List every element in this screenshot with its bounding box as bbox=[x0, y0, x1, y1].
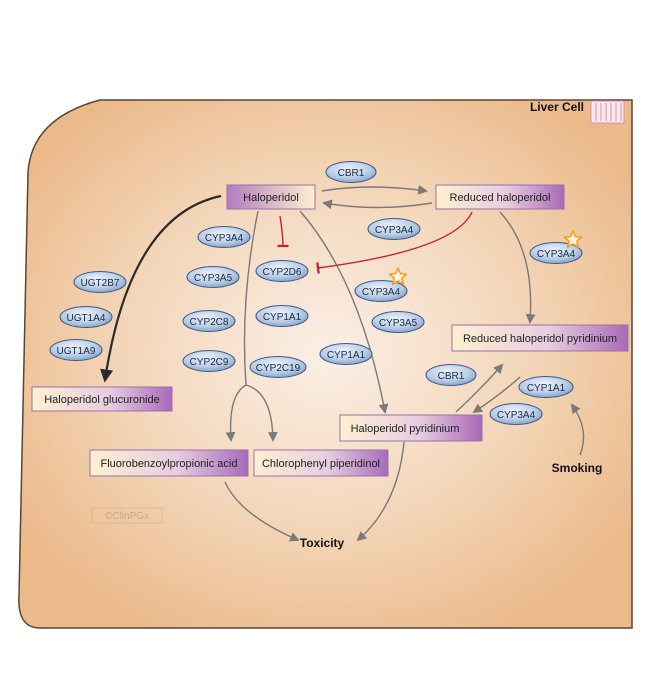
enzyme-cbr1-top-label: CBR1 bbox=[338, 168, 365, 179]
compound-reduced-haloperidol-label: Reduced haloperidol bbox=[450, 192, 551, 204]
compound-haloperidol-label: Haloperidol bbox=[243, 192, 299, 204]
enzyme-cyp2c8: CYP2C8 bbox=[182, 310, 236, 332]
arrow-split-to-chloro bbox=[245, 384, 278, 442]
membrane-icon bbox=[590, 100, 625, 124]
enzyme-cyp1a1-mid: CYP1A1 bbox=[255, 305, 309, 327]
enzyme-cyp3a4-bottom-label: CYP3A4 bbox=[497, 410, 536, 421]
enzyme-ugt2b7: UGT2B7 bbox=[73, 271, 127, 293]
enzyme-cyp1a1-right-label: CYP1A1 bbox=[527, 383, 566, 394]
arrow-reduced-to-halo bbox=[322, 199, 433, 210]
enzyme-cyp3a4-reduction: CYP3A4 bbox=[367, 218, 421, 240]
enzyme-cyp2c9: CYP2C9 bbox=[182, 350, 236, 372]
enzyme-ugt1a4: UGT1A4 bbox=[59, 306, 113, 328]
enzyme-cyp2c9-label: CYP2C9 bbox=[190, 357, 229, 368]
compound-fluoro-label: Fluorobenzoylpropionic acid bbox=[101, 458, 238, 470]
enzyme-cyp3a4-star-mid: CYP3A4 bbox=[354, 267, 408, 302]
inhibition-reduced-cyp2d6 bbox=[316, 211, 473, 274]
star-icon bbox=[388, 267, 408, 285]
enzyme-cyp1a1-center-label: CYP1A1 bbox=[327, 350, 366, 361]
watermark-frame bbox=[91, 507, 163, 524]
compound-chloro-label: Chlorophenyl piperidinol bbox=[262, 458, 380, 470]
compound-haloperidol-pyridinium: Haloperidol pyridinium bbox=[339, 414, 483, 442]
compound-reduced-haloperidol-pyridinium: Reduced haloperidol pyridinium bbox=[451, 324, 629, 352]
enzyme-cyp2d6-label: CYP2D6 bbox=[263, 267, 302, 278]
inhibition-halo-cyp2d6 bbox=[277, 215, 289, 248]
enzyme-cyp3a5-mid: CYP3A5 bbox=[371, 311, 425, 333]
smoking-label: Smoking bbox=[552, 461, 603, 475]
arrow-halo-to-reduced bbox=[321, 185, 428, 195]
enzyme-cyp3a4-right-star-label: CYP3A4 bbox=[537, 249, 576, 260]
enzyme-cyp3a4-reduction-label: CYP3A4 bbox=[375, 225, 414, 236]
liver-cell-body bbox=[18, 99, 633, 629]
arrow-pyridinium-to-rhp bbox=[455, 363, 504, 413]
compound-haloperidol-glucuronide: Haloperidol glucuronide bbox=[31, 386, 173, 412]
arrow-smoking-to-cyp1a1 bbox=[570, 403, 585, 456]
enzyme-ugt2b7-label: UGT2B7 bbox=[81, 278, 120, 289]
arrow-split-to-fluoro bbox=[225, 384, 247, 442]
compound-rhp-label: Reduced haloperidol pyridinium bbox=[463, 333, 617, 345]
enzyme-cyp3a4-left-label: CYP3A4 bbox=[205, 233, 244, 244]
enzyme-cyp3a4-left: CYP3A4 bbox=[197, 226, 251, 248]
compound-chlorophenyl-piperidinol: Chlorophenyl piperidinol bbox=[253, 449, 389, 477]
enzyme-cbr1-bottom: CBR1 bbox=[425, 364, 477, 386]
compound-haloperidol: Haloperidol bbox=[226, 184, 316, 210]
compound-pyridinium-label: Haloperidol pyridinium bbox=[351, 423, 460, 435]
enzyme-cbr1-top: CBR1 bbox=[325, 161, 377, 183]
enzyme-cyp2d6: CYP2D6 bbox=[255, 260, 309, 282]
enzyme-cyp3a4-right-star: CYP3A4 bbox=[529, 230, 583, 264]
enzyme-cyp3a5-mid-label: CYP3A5 bbox=[379, 318, 418, 329]
enzyme-cbr1-bottom-label: CBR1 bbox=[438, 371, 465, 382]
arrow-reduced-to-rhp bbox=[499, 211, 536, 324]
enzyme-cyp2c19-label: CYP2C19 bbox=[256, 363, 301, 374]
enzyme-cyp1a1-right: CYP1A1 bbox=[518, 376, 574, 398]
enzyme-ugt1a9-label: UGT1A9 bbox=[57, 346, 96, 357]
enzyme-cyp2c8-label: CYP2C8 bbox=[190, 317, 229, 328]
arrow-fluoro-to-toxicity bbox=[224, 481, 300, 542]
compound-fluorobenzoylpropionic-acid: Fluorobenzoylpropionic acid bbox=[89, 449, 249, 477]
enzyme-cyp3a5-left: CYP3A5 bbox=[186, 266, 240, 288]
enzyme-cyp3a5-left-label: CYP3A5 bbox=[194, 273, 233, 284]
enzyme-cyp1a1-mid-label: CYP1A1 bbox=[263, 312, 302, 323]
arrow-halo-to-split bbox=[243, 210, 259, 386]
reaction-arrows bbox=[100, 185, 585, 542]
enzyme-ugt1a9: UGT1A9 bbox=[49, 339, 103, 361]
compound-glucuronide-label: Haloperidol glucuronide bbox=[44, 394, 160, 406]
enzyme-cyp3a4-star-mid-label: CYP3A4 bbox=[362, 287, 401, 298]
star-icon bbox=[563, 230, 583, 248]
enzyme-cyp1a1-center: CYP1A1 bbox=[319, 343, 373, 365]
compound-reduced-haloperidol: Reduced haloperidol bbox=[435, 184, 565, 210]
enzyme-ugt1a4-label: UGT1A4 bbox=[67, 313, 106, 324]
arrow-rhp-to-pyridinium bbox=[472, 376, 521, 414]
enzyme-cyp2c19: CYP2C19 bbox=[249, 356, 307, 378]
enzyme-cyp3a4-bottom: CYP3A4 bbox=[489, 403, 543, 425]
arrow-halo-to-glucuronide bbox=[100, 194, 222, 383]
arrow-halo-to-pyridinium bbox=[299, 210, 389, 414]
watermark: ©ClinPGx bbox=[105, 511, 149, 522]
toxicity-label: Toxicity bbox=[300, 536, 345, 550]
cell-label: Liver Cell bbox=[530, 100, 584, 114]
arrow-pyridinium-to-toxicity bbox=[356, 441, 405, 542]
